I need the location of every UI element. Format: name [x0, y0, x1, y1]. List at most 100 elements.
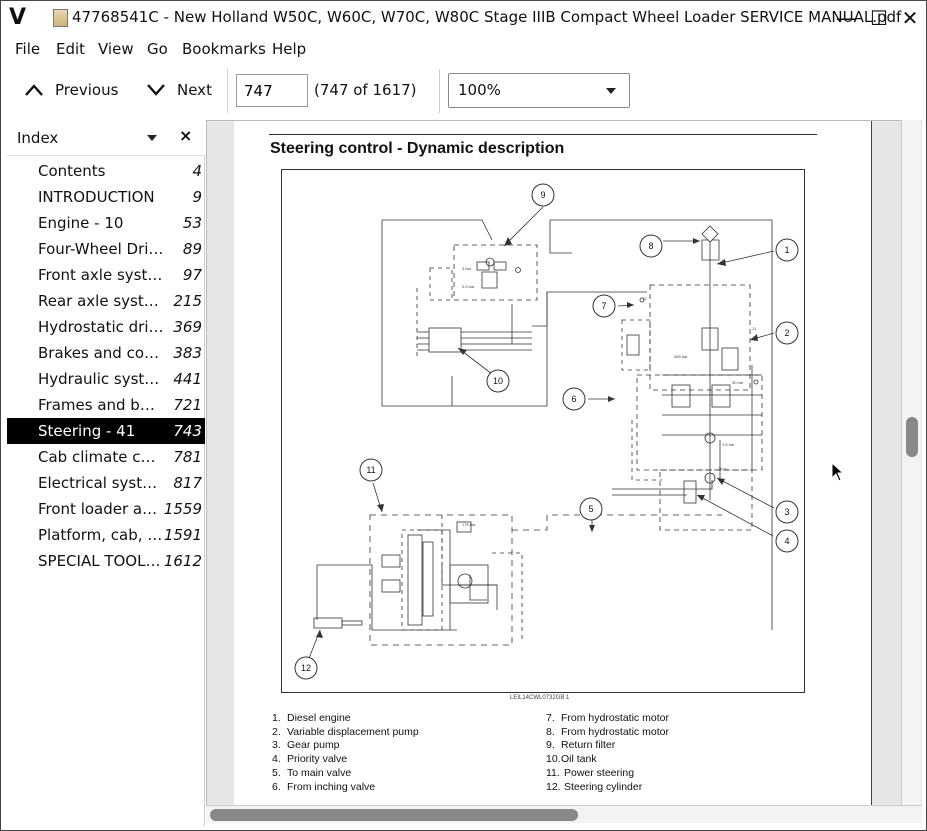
legend-item: 6.From inching valve — [272, 780, 376, 793]
svg-text:1.5 bar: 1.5 bar — [722, 442, 735, 447]
next-label: Next — [177, 81, 212, 99]
toolbar-separator — [439, 69, 440, 113]
index-item-label: SPECIAL TOOL I... — [38, 552, 164, 570]
index-item-page: 1559 — [163, 500, 202, 518]
zoom-value: 100% — [458, 81, 501, 99]
menu-file[interactable]: File — [15, 40, 41, 58]
callout-7: 7 — [601, 301, 606, 311]
index-item-label: INTRODUCTION — [38, 188, 155, 206]
close-button[interactable]: ✕ — [901, 6, 919, 30]
menu-bar: File Edit View Go Bookmarks Help — [1, 37, 926, 63]
svg-text:30 bar: 30 bar — [732, 380, 744, 385]
maximize-button[interactable]: ☐ — [870, 6, 888, 30]
index-item-label: Electrical system... — [38, 474, 164, 492]
legend-item: 2.Variable displacement pump — [272, 725, 419, 738]
figure-id: LEIL14CWL0732GB 1 — [510, 695, 570, 701]
index-item[interactable]: Brakes and contr...383 — [7, 340, 205, 366]
callout-5: 5 — [588, 504, 593, 514]
callout-6: 6 — [571, 394, 576, 404]
index-item-page: 9 — [192, 188, 202, 206]
pdf-page: Steering control - Dynamic description — [234, 121, 872, 805]
horizontal-scroll-thumb[interactable] — [210, 809, 578, 821]
svg-text:T2: T2 — [642, 296, 647, 301]
chevron-up-icon — [25, 84, 43, 96]
minimize-button[interactable]: — — [836, 6, 856, 30]
index-item-page: 89 — [182, 240, 202, 258]
menu-go[interactable]: Go — [147, 40, 168, 58]
svg-text:175 bar: 175 bar — [462, 522, 476, 527]
horizontal-scrollbar[interactable] — [206, 805, 922, 823]
index-item[interactable]: Frames and balla... 721 — [7, 392, 205, 418]
index-item-page: 53 — [182, 214, 202, 232]
callout-2: 2 — [784, 328, 789, 338]
app-logo-icon: V — [9, 5, 27, 30]
index-item-label: Contents — [38, 162, 106, 180]
legend-item: 11.Power steering — [546, 766, 635, 779]
zoom-select[interactable]: 100% — [448, 73, 630, 108]
index-item-label: Platform, cab, bo... — [38, 526, 164, 544]
index-item[interactable]: Hydraulic system... 441 — [7, 366, 205, 392]
index-item-label: Cab climate contr... — [38, 448, 164, 466]
vertical-scrollbar[interactable] — [901, 120, 921, 805]
index-item[interactable]: INTRODUCTION 9 — [7, 184, 205, 210]
index-item-label: Frames and balla... — [38, 396, 164, 414]
menu-bookmarks[interactable]: Bookmarks — [182, 40, 266, 58]
callout-11: 11 — [366, 465, 375, 475]
index-item-page: 215 — [173, 292, 202, 310]
menu-help[interactable]: Help — [272, 40, 307, 58]
sidebar-close-button[interactable]: × — [179, 126, 193, 145]
header-rule — [269, 134, 817, 135]
document-view[interactable]: Steering control - Dynamic description — [206, 120, 922, 805]
menu-edit[interactable]: Edit — [56, 40, 86, 58]
callout-4: 4 — [784, 536, 789, 546]
index-item-page: 817 — [173, 474, 202, 492]
index-item-label: Rear axle system ... — [38, 292, 164, 310]
index-item[interactable]: SPECIAL TOOL I...1612 — [7, 548, 205, 574]
svg-text:3 bar: 3 bar — [462, 266, 472, 271]
index-item[interactable]: Front axle system... 97 — [7, 262, 205, 288]
index-item[interactable]: Hydrostatic drive ...369 — [7, 314, 205, 340]
page-count: (747 of 1617) — [314, 81, 417, 99]
window-title: 47768541C - New Holland W50C, W60C, W70C… — [72, 8, 902, 26]
index-item[interactable]: Engine - 10 53 — [7, 210, 205, 236]
index-item-page: 743 — [173, 422, 202, 440]
index-item-label: Engine - 10 — [38, 214, 124, 232]
index-item[interactable]: Rear axle system ... 215 — [7, 288, 205, 314]
legend-item: 12.Steering cylinder — [546, 780, 643, 793]
legend-item: 8.From hydrostatic motor — [546, 725, 669, 738]
legend-item: 7.From hydrostatic motor — [546, 712, 669, 724]
index-item[interactable]: Four-Wheel Driv... 89 — [7, 236, 205, 262]
page-number-input[interactable] — [236, 74, 308, 107]
index-item[interactable]: Front loader and ...1559 — [7, 496, 205, 522]
chevron-down-icon — [147, 84, 165, 96]
previous-button[interactable]: Previous — [25, 81, 118, 99]
vertical-scroll-thumb[interactable] — [906, 417, 918, 457]
index-item-label: Steering - 41 — [38, 422, 136, 440]
index-item-page: 97 — [182, 266, 202, 284]
schematic-drawing: 3 bar 0.5 bar 485 bar 30 bar 1.5 bar 26 … — [294, 183, 799, 680]
index-item-selected[interactable]: Steering - 41 743 — [7, 418, 205, 444]
index-item-label: Four-Wheel Driv... — [38, 240, 164, 258]
index-item[interactable]: Platform, cab, bo...1591 — [7, 522, 205, 548]
index-item-label: Front axle system... — [38, 266, 164, 284]
menu-view[interactable]: View — [98, 40, 134, 58]
sidebar-title: Index — [17, 129, 59, 147]
toolbar-separator — [227, 69, 228, 113]
next-button[interactable]: Next — [147, 81, 212, 99]
sidebar-mode-dropdown-icon[interactable] — [147, 135, 157, 141]
index-item[interactable]: Cab climate contr...781 — [7, 444, 205, 470]
callout-12: 12 — [301, 663, 311, 673]
sidebar-header: Index × — [7, 121, 205, 153]
title-bar: V 47768541C - New Holland W50C, W60C, W7… — [1, 1, 926, 35]
index-item-label: Hydraulic system... — [38, 370, 164, 388]
svg-text:J1: J1 — [752, 326, 757, 331]
index-item-page: 721 — [173, 396, 202, 414]
previous-label: Previous — [55, 81, 119, 99]
index-item-page: 441 — [173, 370, 202, 388]
dropdown-arrow-icon — [606, 88, 616, 94]
callout-1: 1 — [784, 245, 789, 255]
index-item[interactable]: Electrical system... 817 — [7, 470, 205, 496]
